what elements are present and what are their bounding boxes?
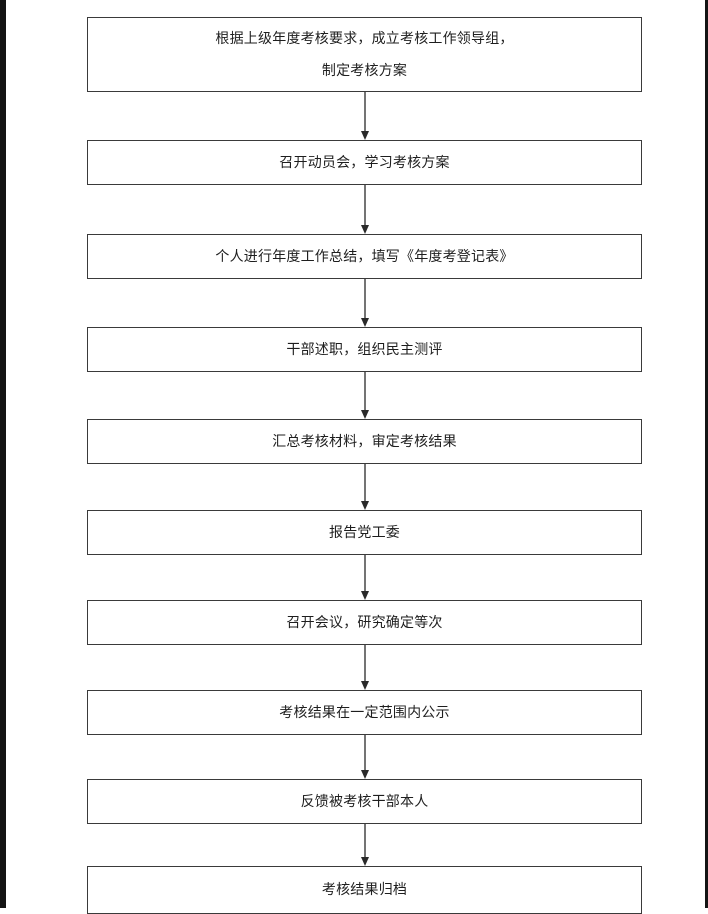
flow-step-9-label: 反馈被考核干部本人	[300, 793, 429, 810]
arrow-down-icon	[361, 318, 369, 327]
arrow-down-icon	[361, 410, 369, 419]
right-edge-bar	[705, 0, 708, 908]
flow-step-1-line-2: 制定考核方案	[321, 62, 408, 79]
arrow-down-icon	[361, 501, 369, 510]
arrow-down-icon	[361, 857, 369, 866]
flow-step-8: 考核结果在一定范围内公示	[87, 690, 642, 735]
flow-step-8-label: 考核结果在一定范围内公示	[279, 704, 450, 721]
flow-step-5: 汇总考核材料，审定考核结果	[87, 419, 642, 464]
flow-step-4-label: 干部述职，组织民主测评	[286, 341, 443, 358]
flow-step-1: 根据上级年度考核要求，成立考核工作领导组， 制定考核方案	[87, 17, 642, 92]
flow-step-2-label: 召开动员会，学习考核方案	[279, 154, 450, 171]
left-edge-bar	[0, 0, 6, 908]
flow-step-10: 考核结果归档	[87, 866, 642, 914]
arrow-down-icon	[361, 131, 369, 140]
arrow-down-icon	[361, 225, 369, 234]
flow-step-3-label: 个人进行年度工作总结，填写《年度考登记表》	[215, 248, 514, 265]
arrow-down-icon	[361, 681, 369, 690]
flow-step-4: 干部述职，组织民主测评	[87, 327, 642, 372]
flow-step-5-label: 汇总考核材料，审定考核结果	[272, 433, 457, 450]
flow-step-3: 个人进行年度工作总结，填写《年度考登记表》	[87, 234, 642, 279]
flow-step-9: 反馈被考核干部本人	[87, 779, 642, 824]
flow-step-6-label: 报告党工委	[329, 524, 400, 541]
flow-step-7: 召开会议，研究确定等次	[87, 600, 642, 645]
flow-step-1-line-1: 根据上级年度考核要求，成立考核工作领导组，	[215, 30, 514, 47]
flow-step-6: 报告党工委	[87, 510, 642, 555]
arrow-down-icon	[361, 770, 369, 779]
arrow-down-icon	[361, 591, 369, 600]
flow-step-7-label: 召开会议，研究确定等次	[286, 614, 443, 631]
flow-step-2: 召开动员会，学习考核方案	[87, 140, 642, 185]
flow-step-10-label: 考核结果归档	[321, 882, 408, 898]
